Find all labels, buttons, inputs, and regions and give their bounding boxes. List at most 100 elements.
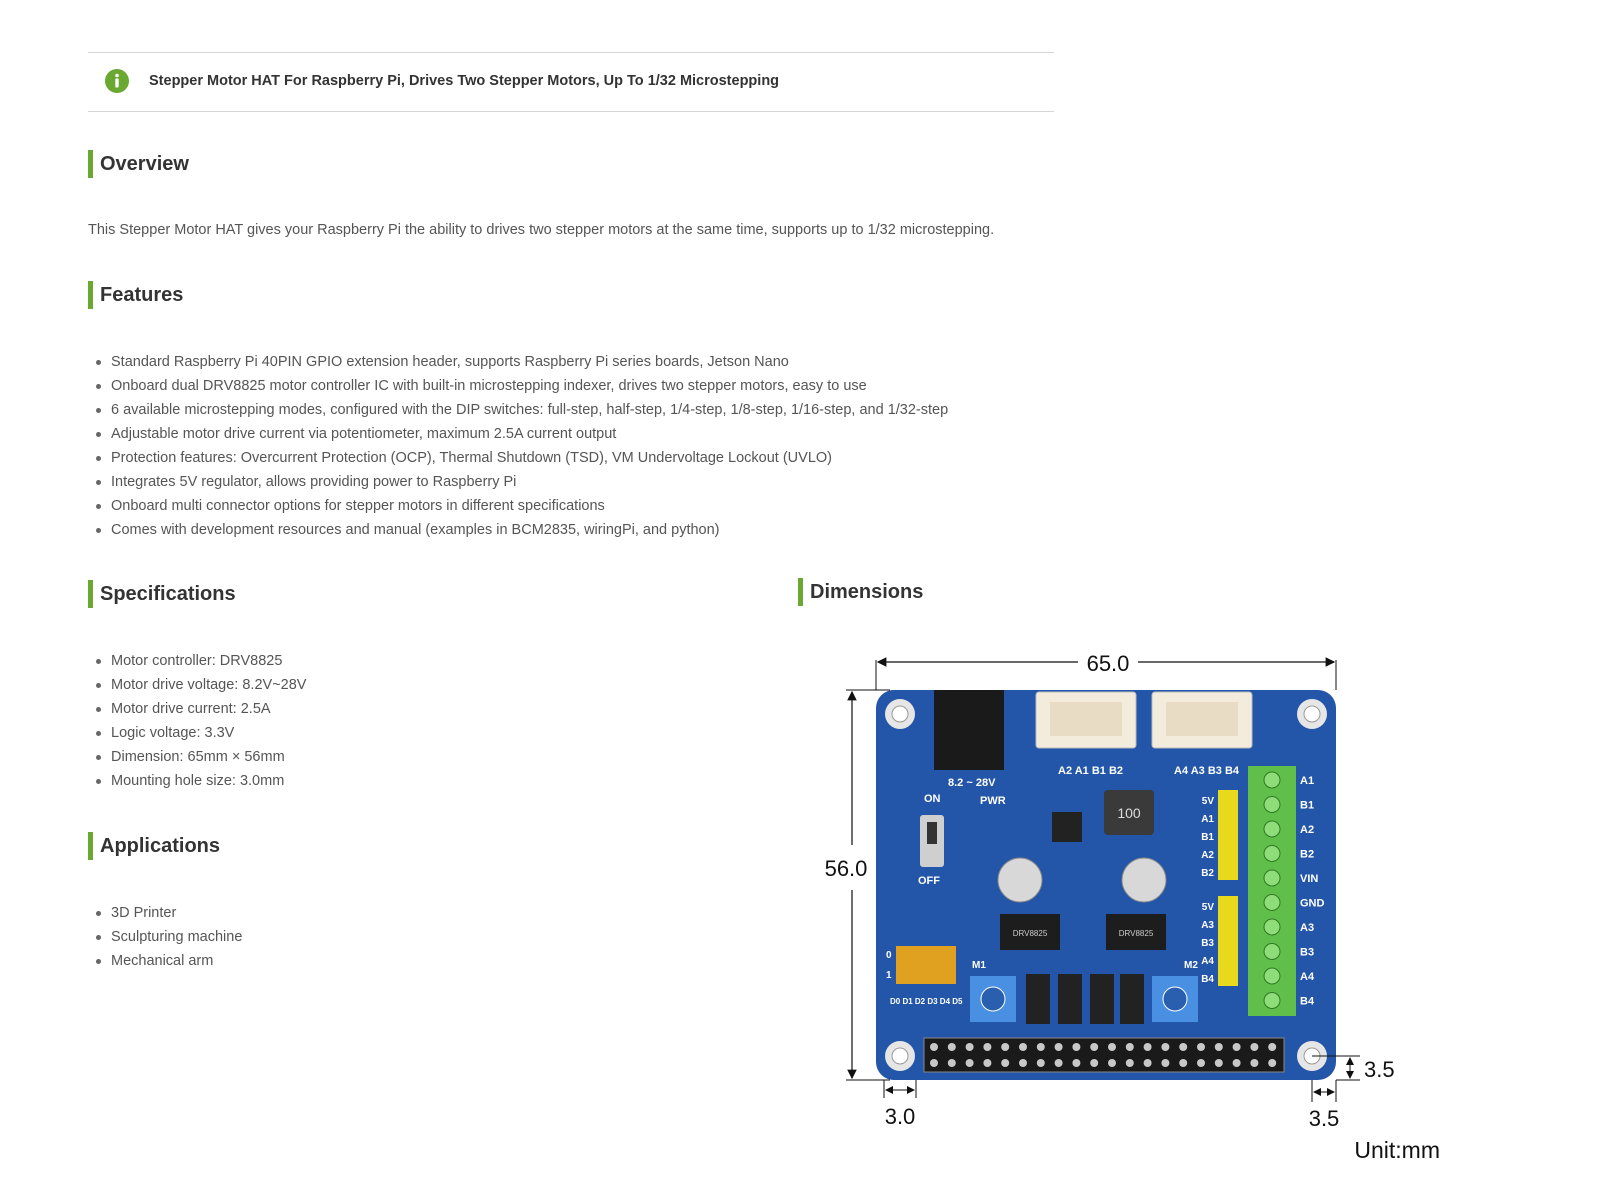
dimension-drawing: 65.0 56.0 A2 A1 B1 B2 A4 A3 B3 B4 8.2 ~ …: [825, 651, 1440, 1163]
dip-labels: D0 D1 D2 D3 D4 D5: [890, 997, 963, 1006]
terminal-screw: [1263, 894, 1281, 911]
power-switch-knob: [927, 822, 937, 844]
feature-item: Standard Raspberry Pi 40PIN GPIO extensi…: [88, 350, 948, 374]
off-label: OFF: [918, 875, 940, 887]
gpio-pin: [1001, 1043, 1010, 1051]
gpio-pin: [1090, 1043, 1099, 1051]
terminal-pin-label: A1: [1300, 775, 1314, 787]
regulator-ic: [1052, 812, 1082, 842]
dimensions-heading: Dimensions: [798, 578, 923, 606]
potentiometer-1-dial: [980, 986, 1006, 1012]
gpio-pin: [1161, 1043, 1170, 1051]
gpio-pin: [1250, 1043, 1259, 1051]
applications-heading: Applications: [88, 832, 220, 860]
dip-switch: [896, 946, 956, 984]
offset-v-label: 3.5: [1364, 1057, 1395, 1082]
pwr-label: PWR: [980, 795, 1006, 807]
gpio-pin: [1054, 1059, 1063, 1067]
gpio-pin: [1143, 1043, 1152, 1051]
gpio-pin: [1250, 1059, 1259, 1067]
spec-item: Logic voltage: 3.3V: [88, 721, 306, 745]
feature-item: Integrates 5V regulator, allows providin…: [88, 470, 948, 494]
gpio-pin: [930, 1059, 938, 1067]
driver-ic-1: [1000, 914, 1060, 950]
overview-text: This Stepper Motor HAT gives your Raspbe…: [88, 222, 995, 238]
feature-item: Onboard dual DRV8825 motor controller IC…: [88, 374, 948, 398]
terminal-pin-label: A4: [1300, 971, 1315, 983]
m2-label: M2: [1184, 960, 1198, 971]
gpio-pin: [1019, 1059, 1027, 1067]
terminal-pin-label: A2: [1300, 824, 1314, 836]
motor-connector-2: [1151, 691, 1253, 749]
header-2-pin-label: B3: [1201, 938, 1214, 949]
terminal-pin-label: B4: [1300, 996, 1315, 1008]
spec-item: Mounting hole size: 3.0mm: [88, 769, 306, 793]
terminal-pin-label: GND: [1300, 898, 1325, 910]
gpio-pin: [965, 1043, 974, 1051]
gpio-pin: [1036, 1043, 1045, 1051]
terminal-screw: [1263, 869, 1281, 887]
spec-item: Motor drive voltage: 8.2V~28V: [88, 673, 306, 697]
mounting-holes: [885, 699, 1327, 1071]
feature-item: Adjustable motor drive current via poten…: [88, 422, 948, 446]
gpio-pin: [1001, 1059, 1010, 1067]
feature-item: Protection features: Overcurrent Protect…: [88, 446, 948, 470]
top-left-pin-labels: A2 A1 B1 B2: [1058, 765, 1123, 777]
gpio-pin: [1179, 1059, 1188, 1067]
header-2-pin-label: B4: [1201, 974, 1214, 985]
terminal-screw: [1263, 845, 1281, 862]
gpio-pin: [1214, 1059, 1223, 1067]
gpio-pin: [1108, 1043, 1116, 1051]
driver-ic-2-label: DRV8825: [1119, 929, 1154, 938]
gpio-pin: [965, 1059, 974, 1067]
gpio-pin: [1019, 1043, 1027, 1051]
width-label: 65.0: [1087, 651, 1130, 676]
hole-label: 3.0: [885, 1104, 916, 1129]
gpio-pin: [1179, 1043, 1188, 1051]
sense-resistors: [1026, 974, 1144, 1024]
notice-bar: Stepper Motor HAT For Raspberry Pi, Driv…: [88, 52, 1054, 112]
specifications-heading: Specifications: [88, 580, 236, 608]
gpio-pin: [1161, 1059, 1170, 1067]
terminal-pin-label: B2: [1300, 849, 1314, 861]
header-1-pin-label: A2: [1201, 850, 1214, 861]
feature-item: 6 available microstepping modes, configu…: [88, 398, 948, 422]
gpio-pin: [1268, 1043, 1277, 1051]
gpio-pin: [1214, 1043, 1223, 1051]
height-label: 56.0: [825, 856, 868, 881]
header-2-pin-label: A3: [1201, 920, 1214, 931]
terminal-screw: [1263, 943, 1281, 960]
gpio-pin: [1072, 1043, 1081, 1051]
gpio-pin: [1125, 1043, 1134, 1051]
terminal-pin-label: B3: [1300, 947, 1314, 959]
gpio-pin: [1090, 1059, 1099, 1067]
capacitor-1: [997, 857, 1043, 903]
terminal-screw: [1263, 918, 1281, 936]
header-1-pin-label: B1: [1201, 832, 1214, 843]
capacitor-2: [1121, 857, 1167, 903]
features-heading: Features: [88, 281, 183, 309]
spec-item: Motor controller: DRV8825: [88, 649, 306, 673]
offset-h-label: 3.5: [1309, 1106, 1340, 1131]
m1-label: M1: [972, 960, 986, 971]
pin-header-1: [1218, 790, 1238, 880]
dip-0-label: 0: [886, 950, 892, 961]
dc-jack: [934, 690, 1004, 770]
header-1-pin-label: B2: [1201, 868, 1214, 879]
spec-item: Dimension: 65mm × 56mm: [88, 745, 306, 769]
gpio-pin: [1268, 1059, 1277, 1067]
gpio-pin: [983, 1043, 992, 1051]
terminal-screw: [1263, 796, 1281, 813]
info-icon: [105, 69, 129, 93]
gpio-pin: [930, 1043, 938, 1051]
pin-header-2: [1218, 896, 1238, 986]
gpio-pin: [1197, 1059, 1205, 1067]
dip-1-label: 1: [886, 970, 892, 981]
terminal-screw: [1263, 771, 1281, 789]
driver-ic-1-label: DRV8825: [1013, 929, 1048, 938]
